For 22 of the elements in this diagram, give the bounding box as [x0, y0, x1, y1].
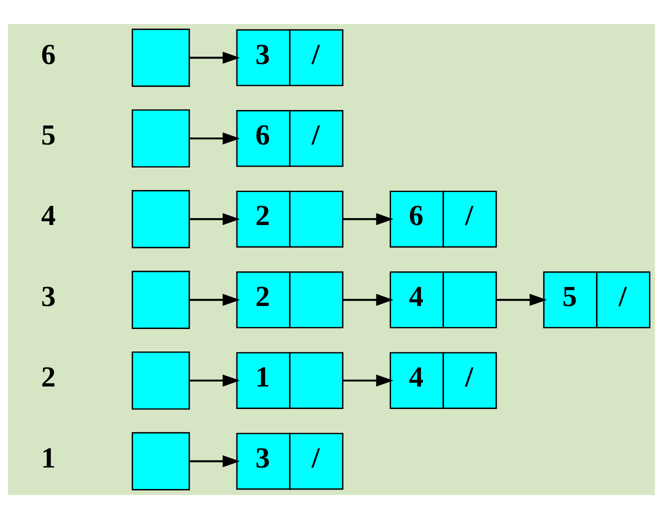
arrow	[189, 293, 240, 306]
node-label: 1	[41, 442, 56, 474]
arrow	[342, 293, 394, 306]
arrow	[189, 212, 240, 225]
arrow	[189, 51, 240, 64]
node-box	[132, 28, 190, 86]
node-box	[132, 432, 190, 490]
arrow	[496, 293, 547, 306]
node-box	[132, 350, 190, 410]
arrow	[342, 212, 394, 225]
node-label: 3	[41, 280, 56, 312]
arrow	[189, 132, 240, 144]
node-box	[132, 270, 190, 328]
node-box	[132, 108, 190, 168]
node-label: 4	[41, 200, 56, 232]
node-label: 5	[41, 119, 56, 152]
node-label: 6	[41, 38, 56, 70]
arrow	[189, 454, 240, 467]
arrow	[342, 374, 394, 386]
node-label: 2	[41, 361, 56, 394]
node-box	[132, 190, 190, 248]
arrow	[189, 374, 240, 386]
